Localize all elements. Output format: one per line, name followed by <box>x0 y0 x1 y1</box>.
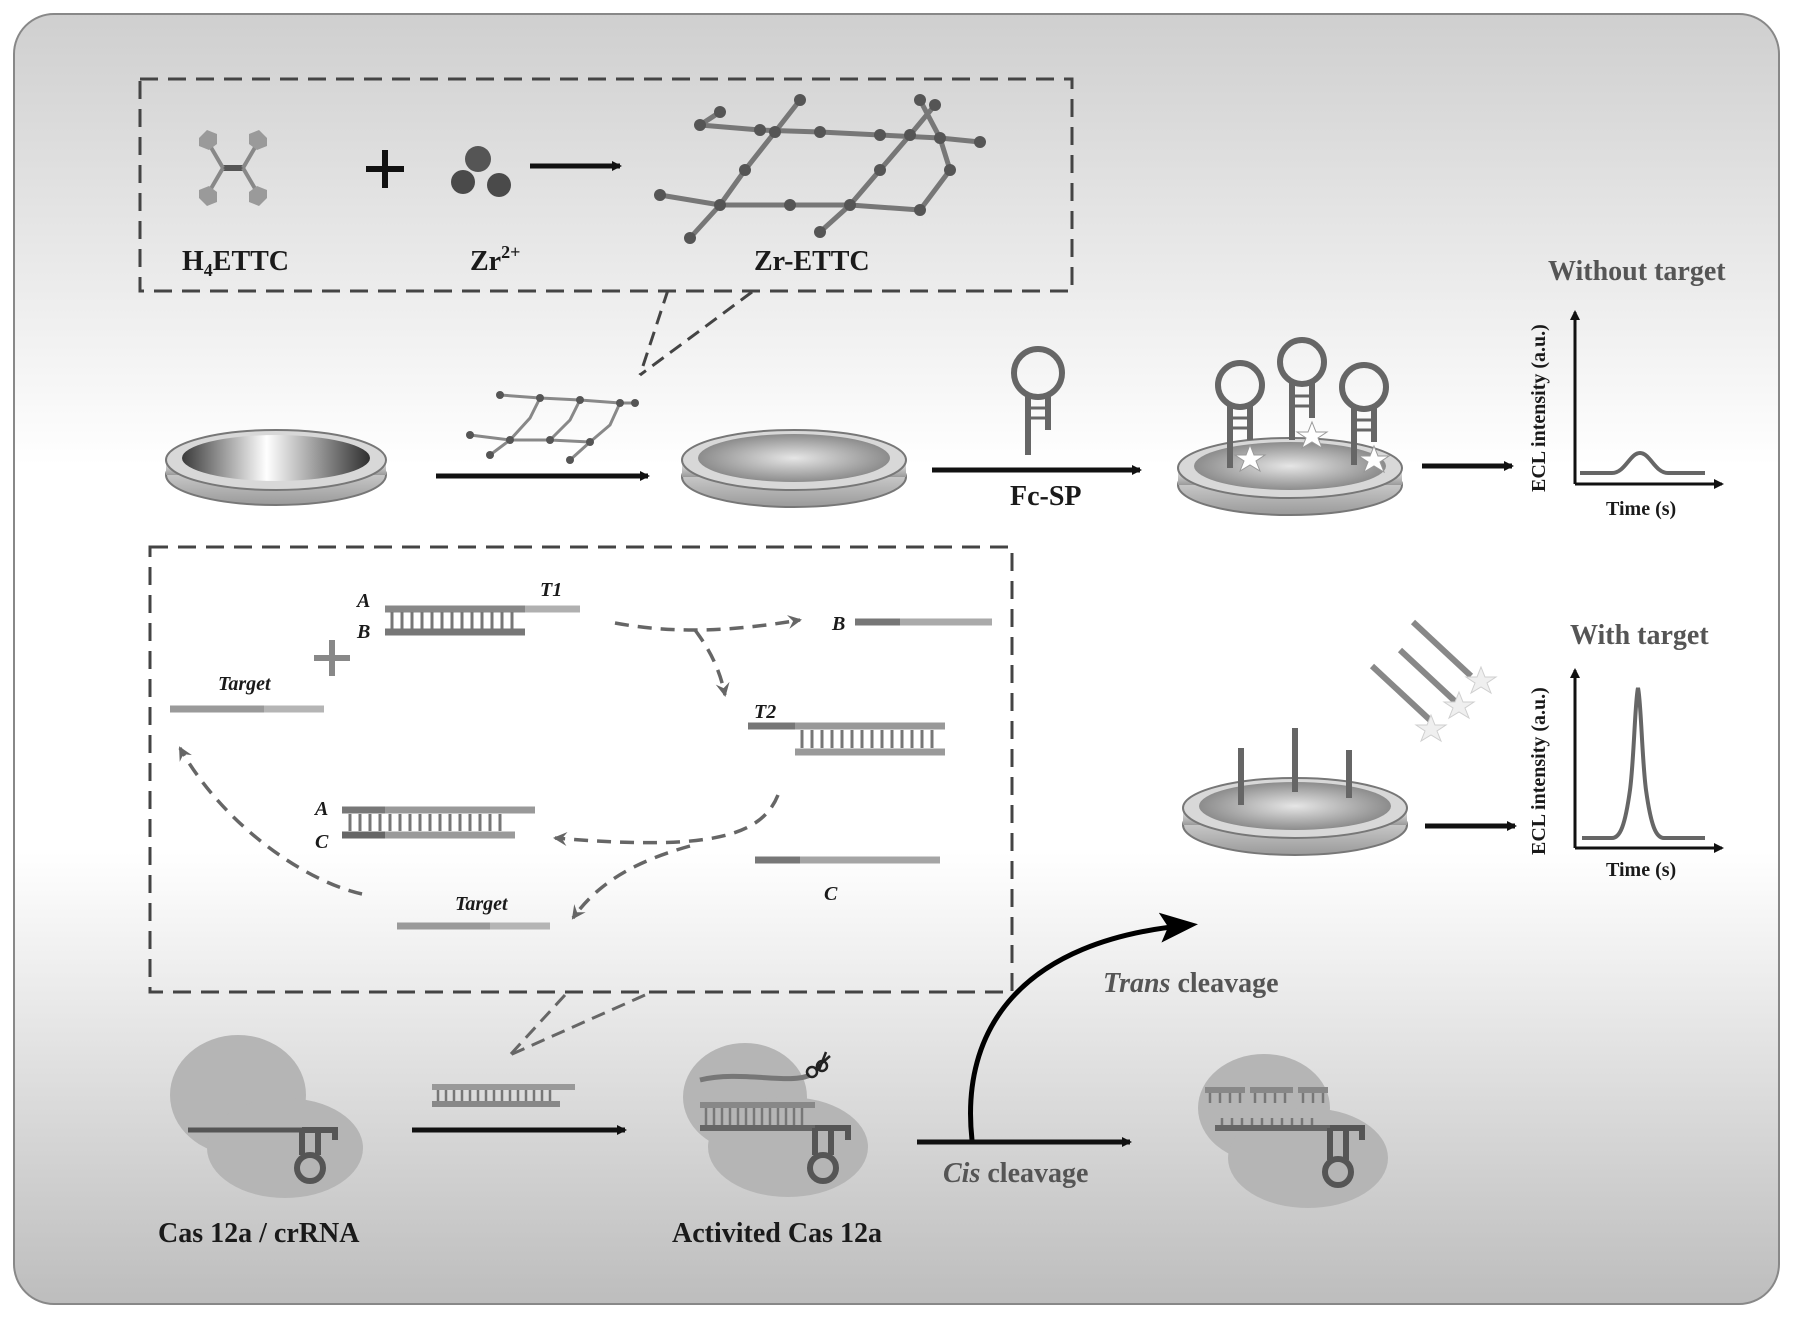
strand-c-label-2: C <box>824 883 838 905</box>
mof-nodes-small <box>466 391 639 464</box>
strand-a-label-2: A <box>313 798 328 820</box>
mof-framework-small <box>469 393 635 462</box>
activated-cas-label: Activited Cas 12a <box>672 1218 882 1249</box>
plot-with-axes <box>1570 668 1724 853</box>
cycle-arrow-to-t2 <box>693 628 730 697</box>
plot-without-axes <box>1570 310 1724 489</box>
cycle-arrow-recycle <box>178 746 363 896</box>
zoom-line-bottom-right <box>509 993 646 1057</box>
plot-without-ylabel: ECL intensity (a.u.) <box>1528 324 1550 492</box>
trans-cleavage-arrow <box>968 912 1198 1141</box>
t1-label: T1 <box>540 579 562 601</box>
strand-b-label-1: B <box>356 621 370 643</box>
metal-label: Zr2+ <box>470 242 520 277</box>
zoom-line-left <box>638 289 670 376</box>
mof-label: Zr-ETTC <box>754 246 870 277</box>
ligand-icon <box>199 130 267 206</box>
cycle-arrow-to-target <box>571 844 691 920</box>
star-icon <box>1233 420 1391 474</box>
probe-label: Fc-SP <box>1010 481 1082 512</box>
dna-circuit-box <box>148 545 1014 994</box>
plot-without-xlabel: Time (s) <box>1606 498 1676 520</box>
cleaved-electrode <box>1182 728 1408 856</box>
zoom-line-right <box>639 290 753 377</box>
plus-icon-2 <box>314 640 350 676</box>
mof-electrode <box>681 429 907 508</box>
mof-nodes-large <box>654 94 986 244</box>
plot-with-curve <box>1582 687 1705 840</box>
zr-ions-icon <box>451 146 511 197</box>
strand-c-label-1: C <box>315 831 329 853</box>
duplex-ab <box>385 605 580 636</box>
star-icon-released <box>1414 665 1498 743</box>
released-probe-fragments <box>1369 619 1474 723</box>
bare-electrode <box>165 429 387 506</box>
cis-cleavage-label: Cis cleavage <box>943 1158 1088 1189</box>
duplex-ac <box>342 806 535 839</box>
cas-complex-label: Cas 12a / crRNA <box>158 1218 360 1249</box>
strand-a-label-1: A <box>355 590 370 612</box>
plot-with-title: With target <box>1570 620 1709 651</box>
cas12a-protein <box>170 1035 363 1198</box>
scissors-icon <box>805 1051 831 1079</box>
t2-duplex <box>748 722 945 756</box>
plot-with-ylabel: ECL intensity (a.u.) <box>1528 687 1550 855</box>
probe-electrode <box>1177 437 1403 516</box>
plot-without-curve <box>1580 450 1705 475</box>
zoom-line-bottom-left <box>508 993 567 1057</box>
activated-cas12a <box>683 1043 868 1197</box>
target-label-2: Target <box>455 893 509 915</box>
immobilized-probes <box>1215 337 1389 468</box>
cycle-arrow-to-ac <box>553 794 780 846</box>
t2-label: T2 <box>754 701 776 723</box>
background-panel <box>13 13 1780 1305</box>
target-label-1: Target <box>218 673 272 695</box>
trans-cleavage-label: Trans cleavage <box>1103 968 1279 999</box>
cycle-arrow-to-b <box>614 615 802 632</box>
ligand-label: H4ETTC <box>182 246 289 280</box>
mof-synthesis-box <box>138 77 1074 293</box>
plot-without-title: Without target <box>1548 256 1726 287</box>
trigger-duplex <box>432 1084 575 1107</box>
hairpin-probe-icon <box>1011 346 1065 455</box>
strand-b-label-2: B <box>831 613 845 635</box>
plus-icon <box>366 150 404 188</box>
plot-with-xlabel: Time (s) <box>1606 859 1676 881</box>
cas12a-after-cleavage <box>1198 1054 1388 1208</box>
